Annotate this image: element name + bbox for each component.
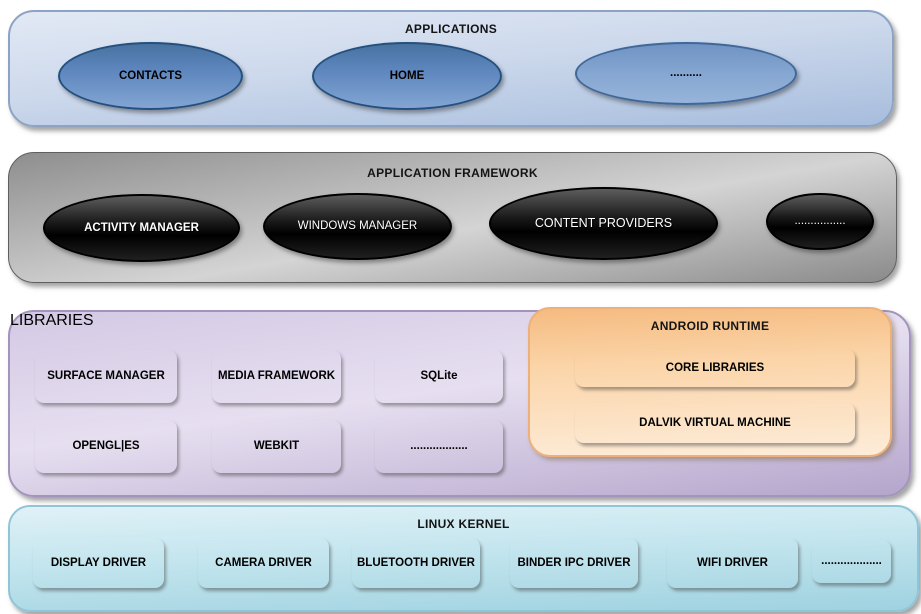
node-label: .................. (410, 440, 468, 453)
node-label: CORE LIBRARIES (665, 361, 765, 374)
node-content-providers: CONTENT PROVIDERS (489, 187, 718, 260)
node-surface-manager: SURFACE MANAGER (35, 350, 177, 403)
node-label: WEBKIT (253, 440, 300, 453)
node-contacts: CONTACTS (58, 42, 243, 110)
node-core-libraries: CORE LIBRARIES (575, 349, 855, 387)
layer-title-libraries: LIBRARIES (10, 312, 94, 329)
node-label: BLUETOOTH DRIVER (357, 556, 475, 569)
node-label: HOME (389, 69, 425, 82)
node-webkit: WEBKIT (212, 420, 341, 473)
node-camera-driver: CAMERA DRIVER (198, 538, 329, 588)
layer-linux-kernel: LINUX KERNEL (8, 505, 919, 612)
node-label: WIFI DRIVER (697, 556, 768, 569)
node-activity-manager: ACTIVITY MANAGER (43, 194, 240, 262)
node-label: MEDIA FRAMEWORK (217, 370, 336, 383)
node-label: OPENGL|ES (72, 440, 140, 453)
node-binder-ipc-driver: BINDER IPC DRIVER (510, 538, 638, 588)
node-wifi-driver: WIFI DRIVER (667, 538, 798, 588)
node-windows-manager: WINDOWS MANAGER (263, 193, 452, 260)
node-more-drivers: ................... (812, 540, 891, 583)
node-home: HOME (312, 42, 502, 110)
node-label: WINDOWS MANAGER (297, 220, 418, 233)
node-more-framework: ................ (766, 193, 874, 250)
node-more-apps: .......... (575, 42, 797, 105)
node-dalvik-virtual-machine: DALVIK VIRTUAL MACHINE (575, 403, 855, 443)
node-opengl-es: OPENGL|ES (35, 420, 177, 473)
node-bluetooth-driver: BLUETOOTH DRIVER (352, 538, 480, 588)
node-label: BINDER IPC DRIVER (517, 556, 631, 569)
node-label: .......... (670, 67, 702, 80)
node-label: DALVIK VIRTUAL MACHINE (639, 416, 791, 429)
node-label: ................... (821, 555, 882, 568)
node-label: ACTIVITY MANAGER (84, 221, 199, 234)
node-label: CAMERA DRIVER (215, 556, 312, 569)
layer-title-applications: APPLICATIONS (404, 22, 498, 36)
layer-title-linux-kernel: LINUX KERNEL (417, 517, 510, 531)
panel-android-runtime: ANDROID RUNTIME (528, 307, 892, 457)
node-more-libraries: .................. (375, 420, 503, 473)
node-label: CONTENT PROVIDERS (534, 215, 673, 230)
panel-title-android-runtime: ANDROID RUNTIME (650, 319, 770, 333)
node-display-driver: DISPLAY DRIVER (33, 538, 164, 588)
node-label: DISPLAY DRIVER (50, 556, 147, 569)
node-label: CONTACTS (118, 69, 183, 82)
node-label: SQLite (420, 370, 458, 383)
node-media-framework: MEDIA FRAMEWORK (212, 350, 341, 403)
node-label: ................ (794, 215, 846, 228)
layer-title-application-framework: APPLICATION FRAMEWORK (367, 166, 538, 180)
node-label: SURFACE MANAGER (47, 370, 165, 383)
node-sqlite: SQLite (375, 350, 503, 403)
